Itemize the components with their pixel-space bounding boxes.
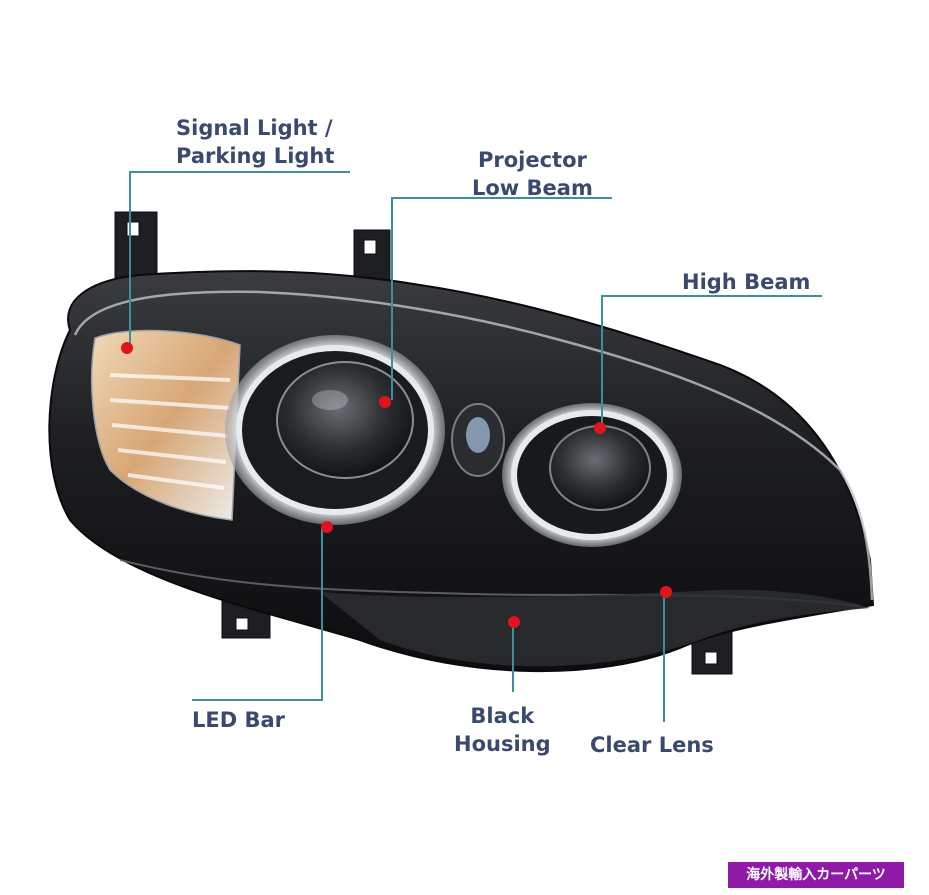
leader-projector xyxy=(391,197,612,400)
leader-led-bar xyxy=(192,528,323,701)
marker-clear-lens xyxy=(660,586,672,598)
marker-projector xyxy=(379,396,391,408)
bulb xyxy=(451,403,505,477)
label-high-beam: High Beam xyxy=(682,268,810,296)
label-black-line2: Housing xyxy=(454,732,551,756)
signal-light xyxy=(91,329,241,521)
label-led-bar-text: LED Bar xyxy=(192,708,286,732)
projector-low-beam xyxy=(225,335,445,525)
label-projector-low-beam: Projector Low Beam xyxy=(472,146,593,202)
leader-lines xyxy=(129,171,822,722)
label-black-housing: Black Housing xyxy=(454,702,551,758)
label-high-beam-text: High Beam xyxy=(682,270,811,294)
label-signal-line2: Parking Light xyxy=(176,144,335,168)
label-projector-line2: Low Beam xyxy=(472,176,593,200)
label-signal-line1: Signal Light / xyxy=(176,116,333,140)
marker-dots xyxy=(121,342,672,628)
high-beam xyxy=(502,403,682,547)
label-black-line1: Black xyxy=(470,704,535,728)
leader-high-beam xyxy=(601,295,822,425)
label-clear-lens: Clear Lens xyxy=(590,731,714,759)
label-led-bar: LED Bar xyxy=(192,706,285,734)
marker-high-beam xyxy=(594,422,606,434)
clear-lens xyxy=(73,290,874,601)
label-projector-line1: Projector xyxy=(477,148,587,172)
label-clear-lens-text: Clear Lens xyxy=(590,733,714,757)
marker-signal-light xyxy=(121,342,133,354)
label-signal-parking-light: Signal Light / Parking Light xyxy=(176,114,334,170)
watermark-badge: 海外製輸入カーパーツ xyxy=(728,862,904,888)
leader-signal xyxy=(129,171,350,345)
marker-led-bar xyxy=(321,521,333,533)
marker-black-housing xyxy=(508,616,520,628)
